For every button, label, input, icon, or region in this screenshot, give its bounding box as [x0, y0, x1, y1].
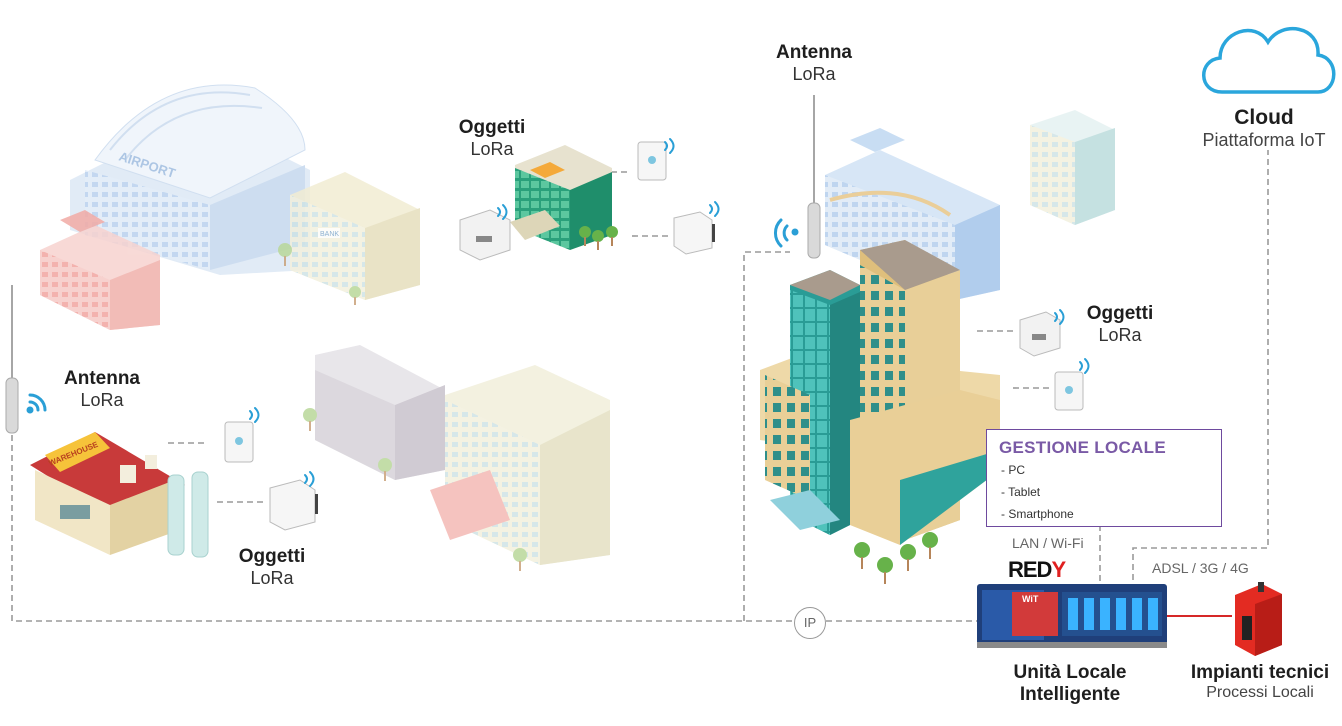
wifi-icon-left-antenna [26, 393, 47, 414]
cloud-icon [1202, 26, 1336, 94]
adsl-label: ADSL / 3G / 4G [1152, 560, 1249, 576]
label-objects-left: Oggetti LoRa [220, 546, 324, 589]
antenna-top-title: Antenna [776, 42, 852, 63]
unit-line1: Unità Locale [1013, 662, 1127, 683]
gestione-title: GESTIONE LOCALE [999, 438, 1166, 457]
sensor-box-2 [1019, 311, 1061, 357]
bank-sign: BANK [320, 231, 339, 238]
device-logo: WiT [1022, 594, 1039, 604]
label-antenna-top: Antenna LoRa [762, 42, 866, 85]
ip-line-center [743, 251, 790, 621]
gestione-item-tablet: - Tablet [1001, 485, 1041, 499]
cloud-sub: Piattaforma IoT [1202, 130, 1326, 151]
sensor-panel-1 [637, 141, 667, 181]
signal-icon [1054, 309, 1065, 325]
redy-logo-accent: Y [1051, 557, 1066, 582]
lan-label: LAN / Wi-Fi [1012, 535, 1084, 551]
antenna-left-title: Antenna [64, 368, 140, 389]
sensor-gateway-3 [269, 479, 318, 531]
objects-top-title: Oggetti [458, 117, 526, 138]
signal-icon [304, 471, 315, 487]
signal-icon [1079, 358, 1090, 374]
objects-left-sub: LoRa [250, 567, 294, 588]
objects-right-sub: LoRa [1098, 324, 1142, 345]
label-antenna-left: Antenna LoRa [50, 368, 154, 411]
lora-sensors [224, 141, 1084, 531]
warehouse-building: WAREHOUSE [30, 432, 209, 558]
impianti-title: Impianti tecnici [1190, 662, 1330, 683]
gestione-locale-panel: GESTIONE LOCALE - PC - Tablet - Smartpho… [986, 429, 1222, 527]
trees-front [854, 532, 938, 584]
gestione-item-smartphone: - Smartphone [1001, 507, 1074, 521]
boiler-icon [1235, 582, 1282, 656]
network-connections [11, 150, 1269, 622]
sensor-gateway-1 [673, 211, 715, 255]
signal-icon [497, 204, 508, 220]
sensor-panel-2 [1054, 371, 1084, 411]
sensor-panel-3 [224, 421, 254, 463]
signal-icon [249, 407, 260, 423]
mid-buildings [303, 345, 610, 571]
gestione-device-list: - PC - Tablet - Smartphone [1001, 463, 1074, 529]
sensor-box-1 [459, 209, 511, 261]
main-office-complex [760, 240, 1000, 584]
redy-logo: REDY [1008, 557, 1066, 583]
ip-badge: IP [794, 607, 826, 639]
antenna-left [5, 285, 19, 434]
redy-logo-main: RED [1008, 557, 1052, 582]
wit-controller-device: WiT [977, 584, 1167, 648]
antenna-top-sub: LoRa [792, 63, 836, 84]
objects-top-sub: LoRa [470, 138, 514, 159]
unit-line2: Intelligente [1019, 683, 1121, 705]
bank-building: BANK [278, 172, 420, 305]
label-cloud: Cloud Piattaforma IoT [1186, 106, 1342, 151]
pink-building [40, 210, 160, 330]
label-impianti: Impianti tecnici Processi Locali [1178, 662, 1342, 702]
objects-left-title: Oggetti [238, 546, 306, 567]
label-objects-right: Oggetti LoRa [1068, 303, 1172, 346]
wifi-icon-top-antenna [774, 218, 799, 248]
glass-building [1030, 110, 1115, 225]
antenna-top [807, 95, 821, 259]
objects-right-title: Oggetti [1086, 303, 1154, 324]
gestione-item-pc: - PC [1001, 463, 1025, 477]
impianti-sub: Processi Locali [1206, 683, 1314, 701]
ip-line-main [11, 405, 977, 622]
green-office-building [510, 145, 618, 250]
label-objects-top: Oggetti LoRa [440, 117, 544, 160]
adsl-line [1132, 150, 1269, 600]
label-unit: Unità Locale Intelligente [990, 662, 1150, 706]
airport-building: AIRPORT [70, 84, 310, 275]
signal-icon [709, 201, 720, 217]
cloud-title: Cloud [1234, 106, 1294, 129]
antenna-left-sub: LoRa [80, 389, 124, 410]
signal-icon [664, 138, 675, 154]
sensor-signal-icons [249, 138, 1090, 487]
